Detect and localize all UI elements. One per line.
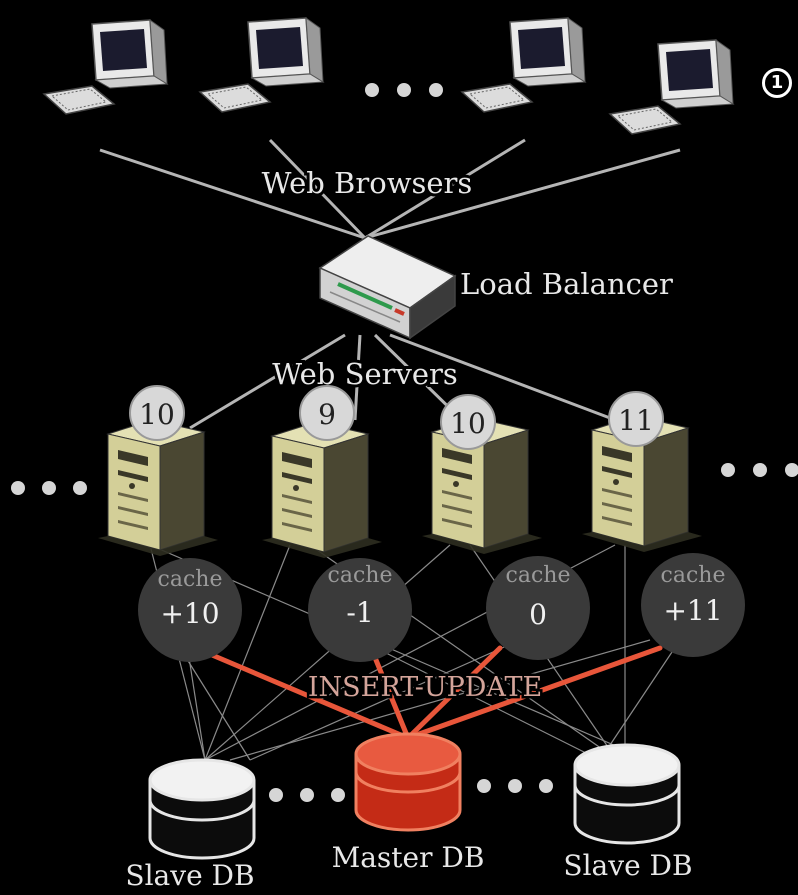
web-servers-label: Web Servers (272, 357, 458, 391)
svg-text:-1: -1 (346, 596, 373, 629)
svg-text:10: 10 (450, 407, 486, 440)
ellipsis-dots (11, 481, 87, 495)
svg-text:+10: +10 (160, 597, 219, 630)
svg-text:cache: cache (328, 563, 393, 588)
browser-computer-icon (461, 17, 586, 113)
svg-text:9: 9 (318, 398, 336, 431)
slave-db-icon (148, 758, 256, 860)
svg-text:cache: cache (661, 563, 726, 588)
load-balancer-icon (318, 235, 457, 340)
browser-computer-icon (43, 19, 168, 115)
slave-db-icon (573, 743, 681, 845)
server-count-badge: 11 (608, 391, 664, 447)
server-count-badge: 9 (299, 385, 355, 441)
svg-text:0: 0 (529, 598, 547, 631)
web-server-icon (261, 421, 383, 559)
cache-node: cache -1 (308, 558, 412, 662)
cache-node: cache +11 (641, 553, 745, 657)
slave-db-left-label: Slave DB (125, 859, 254, 891)
ellipsis-dots (365, 83, 443, 97)
svg-text:cache: cache (158, 567, 223, 592)
ellipsis-dots (269, 788, 345, 802)
load-balancer-label: Load Balancer (460, 267, 673, 301)
svg-text:10: 10 (139, 398, 175, 431)
insert-update-label: INSERT-UPDATE (308, 672, 542, 703)
ellipsis-dots (477, 779, 553, 793)
ellipsis-dots (721, 463, 798, 477)
step-number-badge: 1 (762, 68, 792, 98)
svg-text:cache: cache (506, 563, 571, 588)
cache-node: cache 0 (486, 556, 590, 660)
svg-text:+11: +11 (663, 594, 722, 627)
server-links (189, 333, 611, 430)
insert-update-links (209, 645, 663, 741)
server-count-badge: 10 (440, 394, 496, 450)
cache-node: cache +10 (138, 558, 242, 662)
browser-links (99, 138, 681, 240)
slave-db-right-label: Slave DB (563, 849, 692, 882)
master-db-icon (354, 732, 462, 832)
master-db-label: Master DB (332, 841, 485, 874)
browser-computer-icon (199, 17, 324, 113)
svg-text:11: 11 (618, 404, 654, 437)
server-count-badge: 10 (129, 385, 185, 441)
browser-computer-icon (609, 39, 734, 135)
web-browsers-label: Web Browsers (262, 166, 473, 200)
